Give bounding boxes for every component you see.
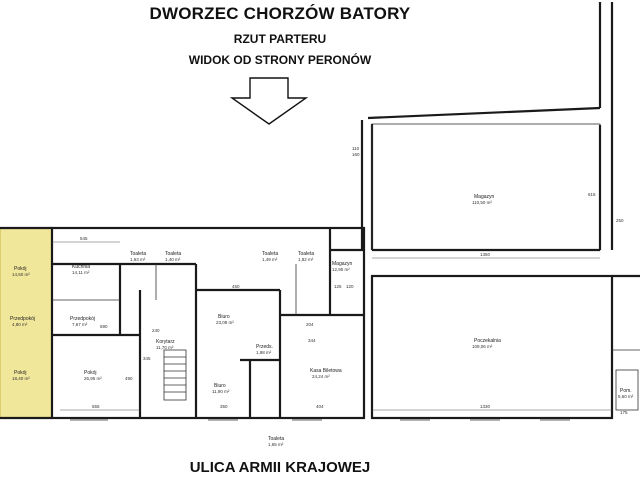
page-title: DWORZEC CHORZÓW BATORY (149, 4, 411, 23)
dim-label: 450 (232, 284, 240, 289)
room-kuchnia-name: Kuchnia (72, 264, 90, 270)
room-przedpokoj-name: Przedpokój (70, 316, 95, 322)
dim-label: 175 (620, 410, 628, 415)
dimension-labels: 545 590 240 450 1350 1330 404 350 555 12… (80, 146, 628, 415)
room-kasa-name: Kasa Biletowa (310, 368, 342, 374)
room-pom-area: 5,60 m² (618, 394, 634, 399)
room-toaleta4-area: 1,82 m² (298, 257, 314, 262)
dim-label: 110 (352, 146, 360, 151)
room-labels: Kuchnia 14,11 m² Przedpokój 7,67 m² Pokó… (10, 194, 634, 447)
room-przedpokoj-area: 7,67 m² (72, 322, 88, 327)
room-biuro2-area: 11,90 m² (212, 389, 230, 394)
room-magazyn-small-name: Magazyn (332, 261, 353, 267)
room-magazyn-small-area: 12,95 m² (332, 267, 350, 272)
room-magazyn-big-area: 110,50 m² (472, 200, 492, 205)
room-korytarz-name: Korytarz (156, 339, 175, 345)
dim-label: 615 (588, 192, 596, 197)
room-toaleta3-name: Toaleta (262, 251, 278, 257)
dim-label: 344 (308, 338, 316, 343)
room-pokoj-y1-area: 14,50 m² (12, 272, 30, 277)
dim-label: 1350 (480, 252, 491, 257)
room-pokoj-area: 26,95 m² (84, 376, 102, 381)
room-magazyn-big-name: Magazyn (474, 194, 495, 200)
dim-label: 125 (334, 284, 342, 289)
dim-label: 490 (125, 376, 133, 381)
plan-subtitle: RZUT PARTERU (233, 32, 327, 46)
room-pokoj-name: Pokój (84, 370, 97, 376)
dim-label: 250 (616, 218, 624, 223)
dim-label: 204 (306, 322, 314, 327)
room-toaleta1-area: 1,63 m² (130, 257, 146, 262)
room-toaleta5-name: Toaleta (268, 436, 284, 442)
room-toaleta4-name: Toaleta (298, 251, 314, 257)
staircase (163, 349, 187, 401)
room-toaleta5-area: 1,65 m² (268, 442, 284, 447)
dim-label: 404 (316, 404, 324, 409)
dim-label: 1330 (480, 404, 491, 409)
room-pokoj-y2-area: 18,40 m² (12, 376, 30, 381)
room-toaleta2-name: Toaleta (165, 251, 181, 257)
room-przedsionek-area: 1,98 m² (256, 350, 272, 355)
room-przedsionek-name: Przeds. (256, 344, 273, 350)
room-pokoj-y1-name: Pokój (14, 266, 27, 272)
room-kasa-area: 24,24 m² (312, 374, 330, 379)
room-przedpokoj-y-name: Przedpokój (10, 316, 35, 322)
room-pokoj-y2-name: Pokój (14, 370, 27, 376)
room-biuro1-area: 23,08 m² (216, 320, 234, 325)
plan-view-note: WIDOK OD STRONY PERONÓW (188, 53, 372, 67)
room-przedpokoj-y-area: 4,80 m² (12, 322, 28, 327)
room-kuchnia-area: 14,11 m² (72, 270, 90, 275)
room-poczekalnia-name: Poczekalnia (474, 338, 501, 344)
room-korytarz-area: 11,70 m² (156, 345, 174, 350)
room-toaleta2-area: 1,40 m² (165, 257, 181, 262)
dim-label: 345 (143, 356, 151, 361)
dim-label: 350 (220, 404, 228, 409)
dim-label: 590 (100, 324, 108, 329)
dim-label: 545 (80, 236, 88, 241)
room-pom-name: Pom. (620, 388, 632, 394)
dim-label: 120 (346, 284, 354, 289)
dim-label: 240 (152, 328, 160, 333)
room-poczekalnia-area: 109,06 m² (472, 344, 493, 349)
dim-label: 160 (352, 152, 360, 157)
street-name: ULICA ARMII KRAJOWEJ (189, 459, 371, 476)
room-biuro2-name: Biuro (214, 383, 226, 389)
dim-label: 555 (92, 404, 100, 409)
room-toaleta1-name: Toaleta (130, 251, 146, 257)
room-biuro1-name: Biuro (218, 314, 230, 320)
room-toaleta3-area: 1,49 m² (262, 257, 278, 262)
view-direction-arrow (229, 77, 309, 125)
